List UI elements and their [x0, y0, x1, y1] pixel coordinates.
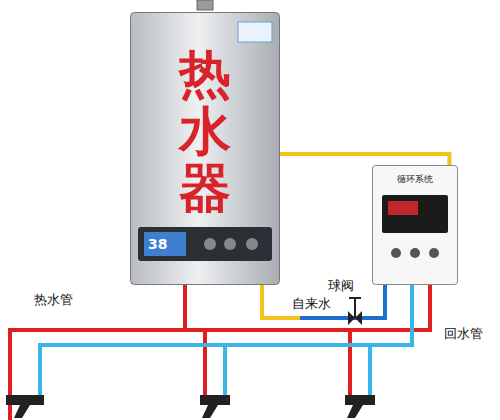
ball-valve [348, 298, 362, 325]
hot-pipe [10, 285, 430, 420]
yellow-pipe [280, 154, 449, 165]
pipe-label: 回水管 [442, 326, 485, 342]
heater-title: 热水器 [179, 46, 231, 218]
pipe-label: 自来水 [290, 296, 333, 312]
circulation-unit: 循环系统 [372, 165, 458, 285]
display-reading: 38 [146, 236, 169, 253]
pipe-label: 热水管 [32, 292, 75, 308]
faucet [6, 395, 375, 418]
unit-title: 循环系统 [372, 165, 458, 185]
cold-pipe [40, 285, 412, 395]
valve-label: 球阀 [326, 278, 356, 294]
chimney [197, 0, 213, 10]
